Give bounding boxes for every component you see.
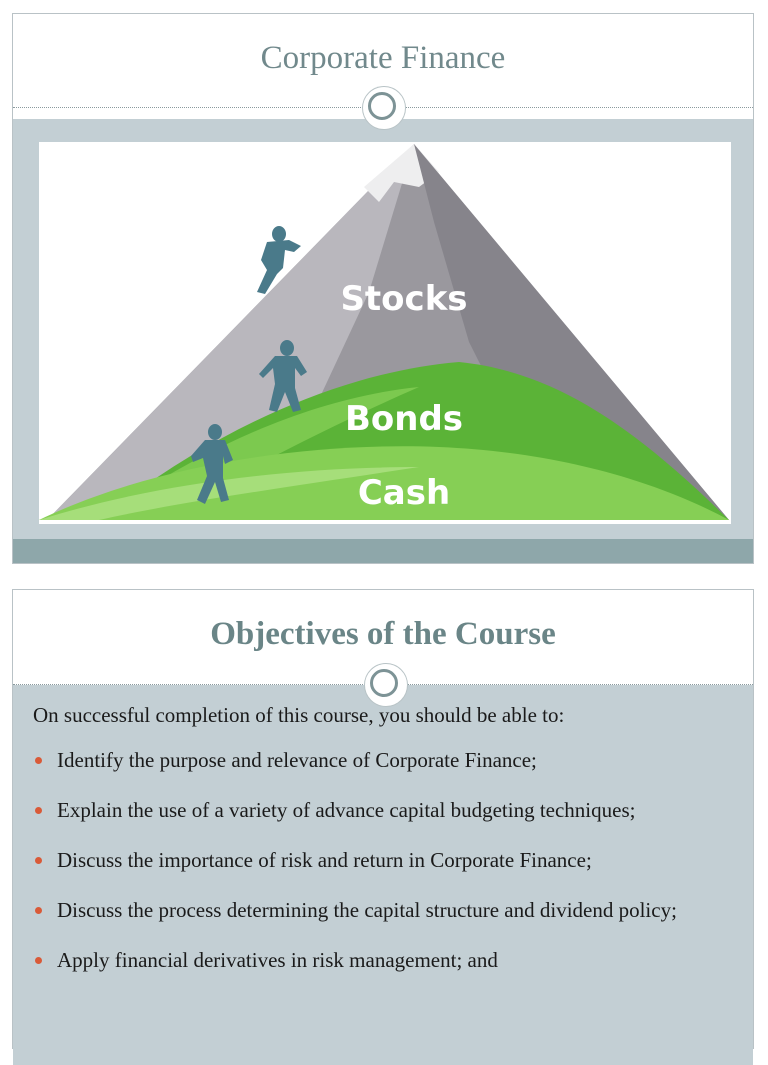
bullet-dot-icon (35, 857, 42, 865)
list-item: Discuss the importance of risk and retur… (33, 849, 733, 871)
mountain-illustration: Stocks Bonds Cash (39, 142, 731, 524)
climber-middle-icon (259, 340, 307, 412)
slide-title: Corporate Finance (260, 40, 506, 76)
cash-hill-light (39, 467, 419, 520)
list-item: Discuss the process determining the capi… (33, 899, 733, 921)
bullet-dot-icon (35, 757, 42, 765)
list-item: Apply financial derivatives in risk mana… (33, 949, 733, 971)
slide-title: Objectives of the Course (210, 616, 556, 652)
slide-corporate-finance: Corporate Finance (12, 13, 754, 564)
bonds-label: Bonds (345, 399, 463, 439)
list-item: Identify the purpose and relevance of Co… (33, 749, 733, 771)
bullet-dot-icon (35, 807, 42, 815)
slide-footer-bar (13, 539, 753, 563)
bullet-dot-icon (35, 957, 42, 965)
objectives-content: On successful completion of this course,… (33, 703, 733, 999)
slide-objectives: Objectives of the Course On successful c… (12, 589, 754, 1065)
intro-text: On successful completion of this course,… (33, 703, 565, 727)
stocks-label: Stocks (340, 279, 467, 319)
climber-top-icon (257, 226, 301, 294)
objectives-list: Identify the purpose and relevance of Co… (33, 749, 733, 971)
title-area: Objectives of the Course (13, 590, 753, 685)
list-item: Explain the use of a variety of advance … (33, 799, 733, 821)
divider-circle-icon (363, 87, 405, 129)
divider-circle-icon (365, 664, 407, 706)
mountain-light-face (47, 144, 414, 520)
bullet-dot-icon (35, 907, 42, 915)
climber-bottom-icon (191, 424, 233, 504)
title-area: Corporate Finance (13, 14, 753, 108)
content-band (13, 685, 753, 1065)
cash-label: Cash (358, 473, 450, 513)
cash-hill (39, 446, 729, 520)
mountain-shadow (414, 144, 729, 520)
